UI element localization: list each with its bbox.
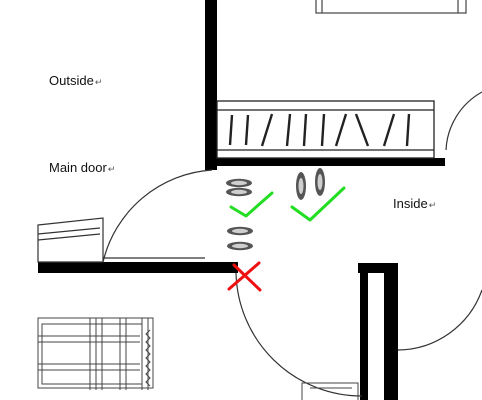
inside-door-swing-2 [397, 289, 482, 351]
horizontal-wall-top [205, 158, 445, 166]
return-mark: ↵ [94, 77, 103, 87]
cross-icon [227, 261, 262, 292]
horizontal-wall-bottom [38, 262, 238, 273]
main-door-leaf [37, 217, 205, 263]
shoe-rack [216, 100, 435, 159]
return-mark: ↵ [107, 164, 116, 174]
inside-label: Inside↵ [393, 196, 436, 211]
vertical-wall-upper [205, 0, 217, 170]
right-wall-cap [358, 263, 398, 273]
vertical-wall-right [360, 263, 368, 400]
check-icon [290, 186, 346, 222]
shoe-icon [296, 168, 325, 200]
right-door-swing [445, 91, 482, 151]
outside-label: Outside↵ [49, 73, 102, 88]
top-cabinet [315, 0, 467, 14]
return-mark: ↵ [428, 200, 437, 210]
check-icon [229, 191, 274, 218]
inside-label-text: Inside [393, 196, 428, 211]
inside-door-swing [235, 272, 363, 397]
bottom-furniture [37, 317, 154, 390]
main-door-label-text: Main door [49, 160, 107, 175]
main-door-label: Main door↵ [49, 160, 115, 175]
outside-label-text: Outside [49, 73, 94, 88]
walls [38, 0, 445, 400]
main-door-swing [102, 169, 213, 263]
shoe-icon [226, 178, 252, 197]
vertical-wall-right-2 [384, 263, 398, 400]
bottom-right-item [301, 382, 359, 400]
shoe-icon [227, 226, 253, 251]
